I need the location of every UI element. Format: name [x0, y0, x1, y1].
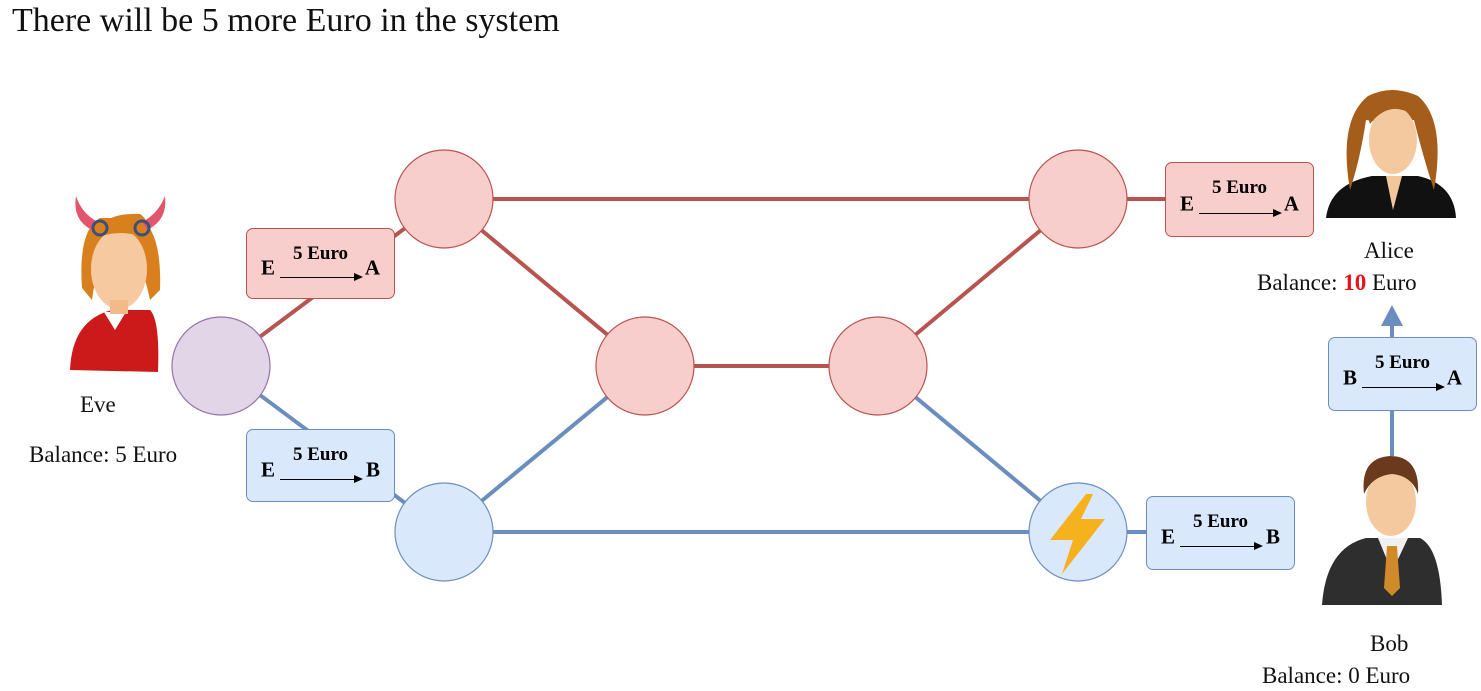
node-top-right [1028, 149, 1128, 249]
lightning-bolt-icon [1050, 494, 1105, 574]
tx-from: B [1343, 365, 1358, 390]
node-mid-left [595, 316, 695, 416]
tx-to: A [1283, 190, 1299, 215]
tx-from: E [1161, 524, 1176, 549]
alice-balance: Balance: 10 Euro [1257, 270, 1417, 296]
bob-name: Bob [1370, 631, 1409, 656]
woman-avatar-icon [1326, 90, 1456, 218]
tx-box-eve-alice-right: E 5 Euro A [1165, 162, 1314, 237]
node-eve [171, 316, 271, 416]
alice-balance-value: 10 [1343, 270, 1367, 295]
tx-to: A [364, 254, 380, 279]
tx-amount: 5 Euro [1374, 352, 1431, 373]
node-top-left [394, 149, 494, 249]
alice-balance-prefix: Balance: [1257, 270, 1344, 295]
tx-arrow-icon [1362, 383, 1445, 391]
tx-arrow-icon [280, 474, 363, 483]
tx-amount: 5 Euro [1211, 177, 1268, 198]
tx-to: B [365, 456, 380, 481]
tx-to: B [1265, 524, 1280, 549]
devil-woman-avatar-icon [70, 196, 166, 372]
alice-name: Alice [1364, 238, 1414, 263]
eve-name: Eve [80, 392, 116, 417]
tx-from: E [261, 254, 276, 279]
diagram-title: There will be 5 more Euro in the system [12, 2, 560, 39]
tx-amount: 5 Euro [292, 243, 349, 264]
tx-arrow-icon [1199, 208, 1282, 217]
tx-amount: 5 Euro [292, 444, 349, 465]
tx-from: E [1180, 190, 1195, 215]
bob-balance: Balance: 0 Euro [1262, 663, 1411, 688]
arrowhead-to-alice [1381, 305, 1403, 326]
node-mid-right [828, 316, 928, 416]
tx-box-bob-alice: B 5 Euro A [1328, 337, 1477, 411]
tx-box-eve-bob-left: E 5 Euro B [246, 429, 395, 502]
tx-box-eve-alice-left: E 5 Euro A [246, 228, 395, 299]
eve-balance: Balance: 5 Euro [29, 442, 178, 467]
tx-amount: 5 Euro [1192, 511, 1249, 532]
tx-to: A [1446, 365, 1462, 390]
tx-arrow-icon [280, 272, 363, 281]
tx-box-eve-bob-right: E 5 Euro B [1146, 496, 1295, 570]
node-bottom-left [394, 482, 494, 582]
man-avatar-icon [1322, 456, 1442, 605]
tx-arrow-icon [1180, 542, 1263, 550]
alice-balance-suffix: Euro [1366, 270, 1417, 295]
tx-from: E [261, 456, 276, 481]
